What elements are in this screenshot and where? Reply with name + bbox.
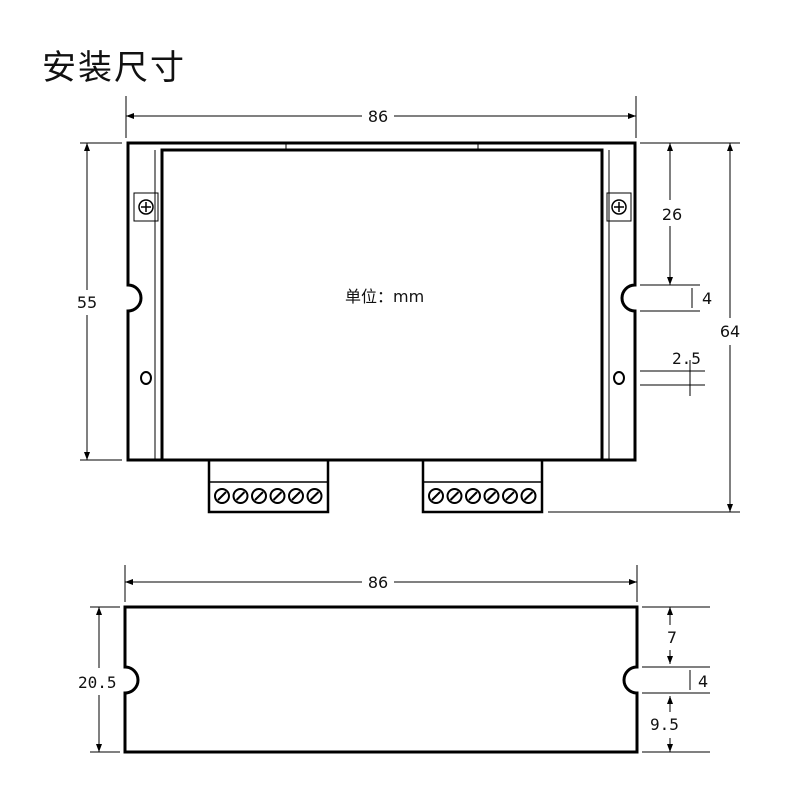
terminal-screw-icon	[232, 488, 249, 504]
dim-top-offset: 7	[642, 606, 710, 668]
svg-text:7: 7	[667, 628, 677, 647]
svg-text:26: 26	[662, 205, 682, 224]
svg-text:9.5: 9.5	[650, 715, 679, 734]
svg-text:64: 64	[720, 322, 740, 341]
terminal-screw-icon	[428, 488, 444, 504]
top-view: 单位：mm 86 55 64 26	[77, 96, 740, 514]
svg-text:4: 4	[702, 289, 712, 308]
terminal-screw-icon	[214, 488, 230, 504]
svg-text:86: 86	[368, 107, 388, 126]
page-title: 安装尺寸	[42, 48, 186, 88]
terminal-screw-icon	[502, 488, 518, 504]
svg-text:55: 55	[77, 293, 97, 312]
dim-slot-width-side: 4	[642, 670, 710, 694]
top-inner-panel	[160, 148, 604, 462]
dim-height-side: 20.5	[78, 606, 120, 753]
screw-icon-right	[611, 199, 627, 215]
terminal-screw-icon	[483, 488, 500, 504]
screw-icon-left	[138, 199, 154, 215]
terminal-screw-icon	[251, 488, 267, 504]
terminal-screw-icon	[269, 488, 286, 504]
dim-width-top: 86	[125, 96, 637, 138]
dim-slot-width: 4	[640, 284, 712, 312]
top-body-outline	[126, 141, 637, 462]
terminal-screw-icon	[306, 488, 323, 504]
side-view: 86 20.5 7 4 9.5	[78, 565, 710, 754]
screw-bracket-right	[606, 192, 632, 222]
dim-height-body: 55	[77, 142, 122, 461]
terminal-block-left	[207, 458, 330, 514]
screw-bracket-left	[133, 192, 159, 222]
hole-icon-right	[613, 371, 625, 385]
svg-text:2.5: 2.5	[672, 349, 701, 368]
terminal-screw-icon	[465, 488, 481, 504]
hole-icon-left	[140, 371, 152, 385]
unit-label: 单位：mm	[345, 287, 424, 306]
svg-text:20.5: 20.5	[78, 673, 117, 692]
terminal-screw-icon	[520, 488, 537, 504]
dim-width-side: 86	[124, 565, 638, 602]
svg-text:4: 4	[698, 672, 708, 691]
dim-height-total: 64	[548, 142, 740, 513]
terminal-screw-icon	[288, 488, 304, 504]
dim-bottom-offset: 9.5	[642, 696, 710, 753]
side-body-outline	[123, 605, 639, 754]
dim-hole-offset: 2.5	[640, 349, 705, 396]
svg-text:86: 86	[368, 573, 388, 592]
terminal-screw-icon	[446, 488, 463, 504]
dim-mount-offset: 26	[662, 143, 682, 285]
terminal-block-right	[421, 458, 544, 514]
